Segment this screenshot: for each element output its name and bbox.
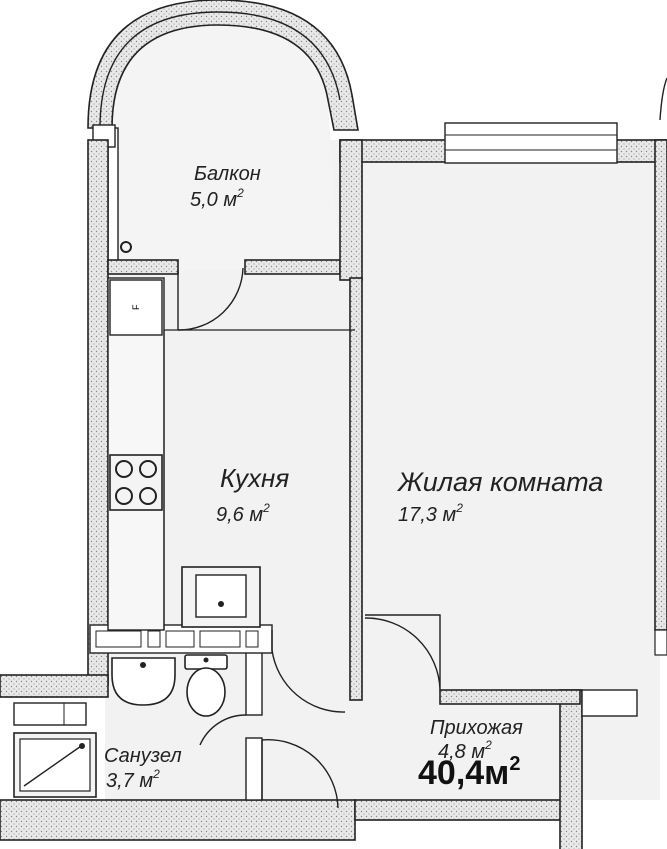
balcony-area-value: 5,0 м	[190, 189, 237, 211]
room-name-balcony: Балкон	[194, 163, 261, 185]
room-balcony: Балкон 5,0 м2	[190, 163, 261, 211]
kitchen-area-sup: 2	[262, 501, 270, 515]
radiator-hall	[581, 689, 638, 717]
balcony-arc-inner	[99, 11, 341, 129]
room-area-hall: 4,8 м2	[438, 738, 492, 763]
room-name-bath: Санузел	[104, 745, 182, 767]
balcony-arc-wall	[87, 0, 359, 131]
wall-left-jog	[0, 674, 109, 698]
total-area: 40,4м2	[418, 753, 520, 792]
room-hall: Прихожая 4,8 м2	[430, 717, 523, 763]
room-name-kitchen: Кухня	[220, 463, 289, 493]
total-area-sup: 2	[509, 753, 520, 775]
wall-bath-right-low	[245, 737, 263, 801]
hall-area-sup: 2	[484, 738, 492, 752]
wall-right-outer	[654, 139, 667, 631]
wall-hall-top	[439, 689, 581, 705]
room-area-bath: 3,7 м2	[106, 767, 160, 792]
fridge-label: F	[131, 304, 141, 310]
door-bath-hall[interactable]	[261, 739, 339, 809]
wall-balcony-bottom-right	[244, 259, 341, 275]
room-living: Жилая комната 17,3 м2	[396, 467, 603, 526]
fridge-icon: F	[109, 279, 163, 336]
shower-icon	[13, 732, 97, 798]
wall-bottom-right	[354, 799, 581, 821]
wall-left-bottom	[0, 799, 356, 841]
kitchen-counter	[107, 277, 165, 631]
door-kitchen-hall[interactable]	[271, 630, 346, 713]
room-name-hall: Прихожая	[430, 717, 523, 739]
wall-kitchen-living	[349, 277, 363, 701]
wall-right-column	[559, 689, 583, 849]
radiator-icon	[13, 702, 87, 726]
room-bath: Санузел 3,7 м2	[104, 745, 182, 792]
total-area-value: 40,4м	[418, 754, 509, 792]
kitchen-area-value: 9,6 м	[216, 504, 263, 526]
washbasin-icon	[111, 657, 176, 706]
door-balcony-kitchen[interactable]	[177, 267, 244, 331]
door-living-hall[interactable]	[364, 614, 441, 691]
balcony-parapet-left	[107, 127, 119, 269]
bath-area-value: 3,7 м	[106, 770, 153, 792]
balcony-area-sup: 2	[236, 186, 244, 200]
drain-icon	[120, 241, 132, 253]
room-area-balcony: 5,0 м2	[190, 186, 244, 211]
stove-icon	[109, 454, 163, 511]
sink-icon	[181, 566, 261, 628]
room-name-living: Жилая комната	[396, 467, 603, 497]
wall-balcony-bottom	[107, 259, 179, 275]
wall-col-balcony	[339, 139, 363, 281]
bath-area-sup: 2	[152, 767, 160, 781]
room-kitchen: Кухня 9,6 м2	[216, 463, 289, 526]
door-bath[interactable]	[199, 714, 247, 746]
living-area-value: 17,3 м	[398, 504, 456, 526]
room-area-living: 17,3 м2	[398, 501, 463, 526]
toilet-icon	[184, 654, 228, 717]
balcony-floor	[112, 25, 340, 270]
hall-area-value: 4,8 м	[438, 741, 485, 763]
living-area-sup: 2	[455, 501, 463, 515]
window-living	[444, 122, 618, 164]
wall-left-outer	[87, 139, 109, 686]
room-area-kitchen: 9,6 м2	[216, 501, 270, 526]
